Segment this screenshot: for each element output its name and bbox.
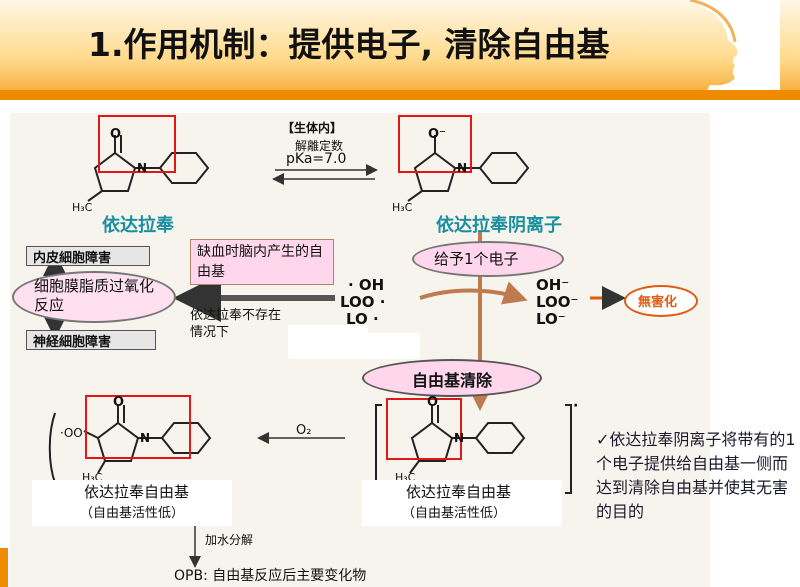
radical-right-caption-box: 依达拉奉自由基 （自由基活性低） (362, 480, 562, 526)
radicals-left-2: LOO · (340, 293, 386, 311)
edaravone-oxygen-label: O (110, 127, 122, 142)
give-electron-ellipse: 给予1个电子 (412, 241, 564, 277)
highlight-radical-right (386, 398, 462, 460)
slide-header: 1.作用机制：提供电子, 清除自由基 (0, 0, 800, 100)
anion-oxygen-label: O⁻ (428, 127, 446, 142)
radicals-right-2: LOO⁻ (536, 293, 579, 311)
footer-accent-bar (0, 548, 8, 587)
highlight-edaravone-carbonyl (98, 115, 176, 173)
radical-left-nitrogen-label: N (140, 431, 151, 445)
radicals-left-3: LO · (346, 310, 379, 328)
without-edaravone-label: 依达拉奉不存在情况下 (190, 308, 282, 340)
neuron-damage-box: 神経細胞障害 (26, 330, 156, 350)
highlight-anion-oxygen (398, 115, 472, 173)
anion-nitrogen-label: N (457, 161, 468, 175)
radical-right-nitrogen-label: N (454, 431, 465, 445)
face-silhouette-logo (680, 0, 780, 100)
radical-left-caption-box: 依达拉奉自由基 （自由基活性低） (32, 480, 232, 526)
endothelial-damage-box: 内皮細胞障害 (26, 246, 150, 266)
radical-left-oxygen-label: O (113, 395, 125, 410)
edaravone-label: 依达拉奉 (102, 215, 174, 236)
o2-label: O₂ (296, 423, 312, 438)
anion-methyl-label: H₃C (392, 201, 413, 214)
opb-label: OPB: 自由基反应后主要变化物 (174, 568, 367, 584)
in-vivo-label: 【生体内】 (282, 121, 343, 135)
peroxy-label: ·OO (60, 426, 83, 440)
edaravone-anion-structure (407, 135, 530, 202)
pka-label: pKa=7.0 (286, 151, 347, 167)
slide-title: 1.作用机制：提供电子, 清除自由基 (88, 25, 610, 64)
mechanism-note: ✓依达拉奉阴离子将带有的1个电子提供给自由基一侧而达到清除自由基并使其无害的目的 (596, 430, 796, 521)
header-divider (0, 90, 800, 100)
dissociation-label: 解離定数 (295, 139, 344, 153)
hydrolysis-label: 加水分解 (205, 533, 254, 547)
radicals-right-1: OH⁻ (536, 276, 570, 294)
ischemia-radicals-box: 缺血时脑内产生的自由基 (190, 239, 334, 285)
edaravone-nitrogen-label: N (137, 161, 148, 175)
lipid-peroxidation-ellipse: 细胞膜脂质过氧化反应 (12, 271, 176, 323)
radicals-left-1: · OH (348, 276, 385, 294)
scavenging-ellipse: 自由基清除 (362, 359, 542, 397)
radical-dot-label: · (573, 398, 579, 414)
radical-conversion-arrow (419, 281, 528, 305)
harmless-badge: 無害化 (624, 285, 698, 317)
edaravone-anion-label: 依达拉奉阴离子 (436, 215, 562, 236)
diagram-graphics (43, 135, 626, 568)
mechanism-diagram: 【生体内】 解離定数 pKa=7.0 O N H₃C 依达拉奉 O⁻ N H₃C… (10, 113, 710, 587)
radical-right-oxygen-label: O (427, 395, 439, 410)
highlight-radical-left (85, 395, 191, 459)
edaravone-methyl-label: H₃C (72, 201, 93, 214)
white-overlay-2 (310, 333, 420, 359)
edaravone-radical-right-structure (375, 404, 572, 494)
radicals-right-3: LO⁻ (536, 310, 566, 328)
